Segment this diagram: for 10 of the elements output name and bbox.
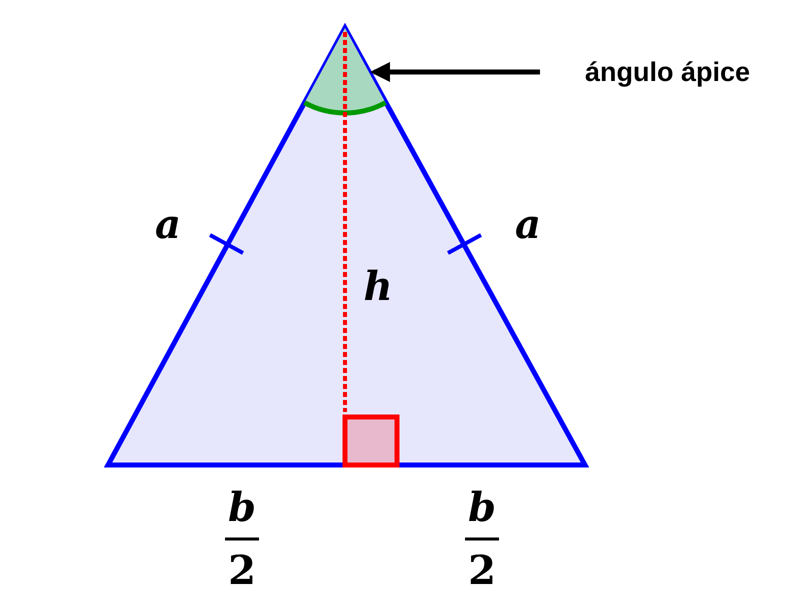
side-label: a: [155, 205, 181, 245]
arrow: [370, 62, 540, 82]
fraction-denominator: 2: [468, 551, 496, 591]
fraction-numerator: b: [468, 488, 496, 528]
height-label: h: [363, 267, 393, 307]
callout-text: ángulo ápice: [584, 56, 750, 89]
fraction-denominator: 2: [228, 551, 256, 591]
fraction-numerator: b: [228, 488, 256, 528]
apex-angle-marker: [303, 28, 387, 116]
side-label: a: [515, 205, 541, 245]
